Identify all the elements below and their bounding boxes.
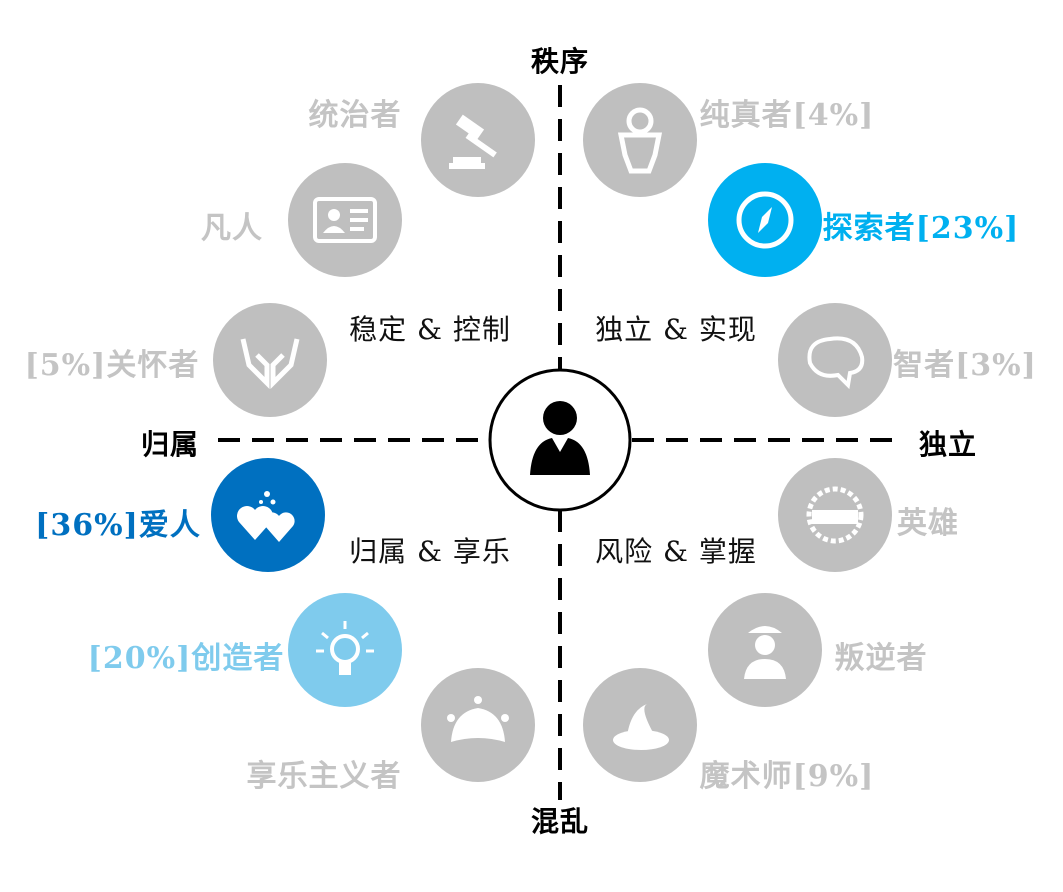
archetype-circle bbox=[211, 458, 325, 572]
archetype-label: 纯真者[4%] bbox=[699, 98, 875, 133]
archetype-label: 魔术师[9%] bbox=[699, 759, 875, 794]
archetype-label: [5%]关怀者 bbox=[24, 348, 200, 383]
axis-label-chaos: 混乱 bbox=[530, 805, 590, 838]
gavel-icon bbox=[449, 114, 497, 169]
axis-label-order: 秩序 bbox=[530, 45, 590, 78]
axis-label-belonging: 归属 bbox=[140, 428, 200, 461]
lightbulb-icon bbox=[316, 621, 374, 675]
hands-icon bbox=[240, 338, 300, 390]
archetype-circle bbox=[213, 303, 327, 417]
archetype-circle bbox=[583, 83, 697, 197]
quadrant-label-risk: 风险 & 掌握 bbox=[595, 535, 757, 568]
baby-icon bbox=[617, 107, 663, 174]
archetype-label: 凡人 bbox=[201, 211, 263, 246]
archetype-circle bbox=[583, 668, 697, 782]
compass-icon bbox=[736, 191, 794, 249]
hearts-icon bbox=[237, 491, 295, 542]
jester-hat-icon bbox=[447, 696, 509, 742]
archetype-circle bbox=[421, 668, 535, 782]
person-icon bbox=[530, 401, 590, 475]
archetype-label: 享乐主义者 bbox=[246, 759, 402, 794]
archetype-circle bbox=[708, 163, 822, 277]
archetype-circle bbox=[778, 458, 892, 572]
axis-label-independence: 独立 bbox=[918, 428, 978, 461]
quadrant-label-independence: 独立 & 实现 bbox=[595, 313, 757, 346]
id-card-icon bbox=[313, 197, 377, 243]
archetype-label: 英雄 bbox=[897, 506, 959, 541]
archetype-label: 统治者 bbox=[308, 98, 402, 133]
archetype-circle bbox=[288, 163, 402, 277]
archetype-label: [36%]爱人 bbox=[35, 508, 201, 543]
archetype-circle bbox=[708, 593, 822, 707]
archetype-circle bbox=[288, 593, 402, 707]
archetype-label: [20%]创造者 bbox=[87, 641, 285, 676]
rebel-icon bbox=[744, 626, 786, 679]
archetype-circle bbox=[778, 303, 892, 417]
archetype-circle bbox=[421, 83, 535, 197]
quadrant-label-belonging: 归属 & 享乐 bbox=[349, 535, 511, 568]
wizard-hat-icon bbox=[613, 704, 669, 750]
quadrant-label-stability: 稳定 & 控制 bbox=[349, 313, 511, 346]
center-circle bbox=[488, 368, 632, 512]
badge-icon bbox=[806, 486, 864, 544]
brain-icon bbox=[807, 336, 865, 390]
archetype-label: 叛逆者 bbox=[834, 641, 928, 676]
archetype-label: 探索者[23%] bbox=[822, 211, 1020, 246]
archetype-label: 智者[3%] bbox=[893, 348, 1037, 383]
